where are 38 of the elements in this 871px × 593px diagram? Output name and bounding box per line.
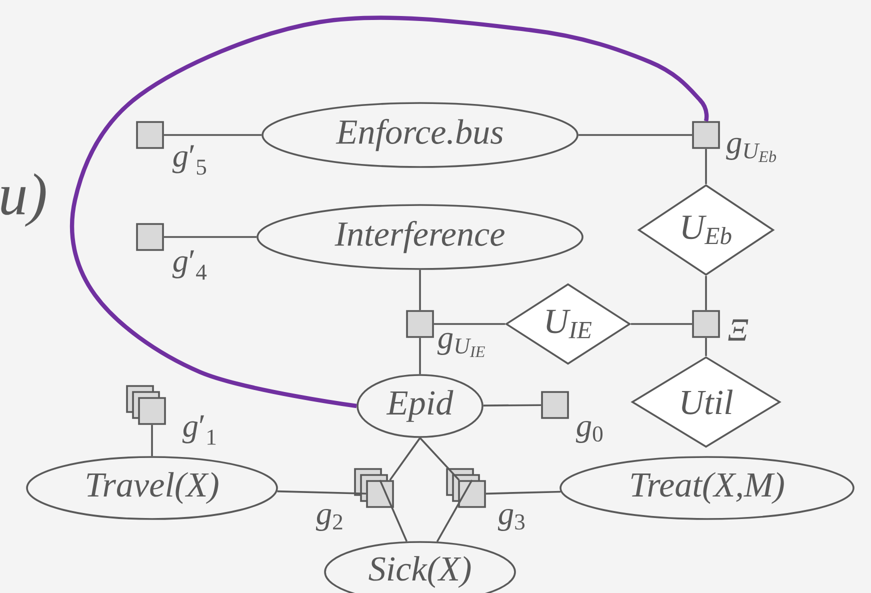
connector <box>434 323 506 325</box>
factor-label: $\mathit{g}_{\mathrm{3}}$ <box>498 508 524 532</box>
connector <box>151 424 153 456</box>
connector <box>419 270 421 310</box>
factor-square <box>692 310 720 338</box>
factor-label: $\mathit{Ξ}$ <box>728 319 748 341</box>
connector <box>578 134 692 136</box>
factor-label: $\mathit{g′}_{\mathrm{1}}$ <box>182 415 216 445</box>
factor-label: $\mathit{g′}_{\mathrm{4}}$ <box>172 250 207 280</box>
factor-label: $\mathit{g}_{\mathrm{0}}$ <box>576 420 603 444</box>
connector <box>419 437 460 481</box>
connector <box>630 323 692 325</box>
connector <box>486 490 561 495</box>
stacked-factor-squares <box>354 468 394 508</box>
factor-square <box>136 223 164 251</box>
connector <box>164 134 262 136</box>
factor-square <box>692 121 720 149</box>
stacked-factor-squares <box>446 468 486 508</box>
connector <box>379 480 408 542</box>
factor-square <box>541 391 569 419</box>
connector <box>705 148 707 184</box>
connector <box>436 480 473 542</box>
connector <box>483 404 542 406</box>
factor-square <box>406 310 434 338</box>
connector <box>705 276 707 310</box>
connector <box>389 437 421 481</box>
connector <box>419 338 421 374</box>
stacked-factor-squares <box>126 385 166 425</box>
factor-label: $\mathit{g}_{\mathrm{2}}$ <box>316 508 342 532</box>
factor-label: $\mathit{g}_{\mathit{U}_{\mathit{IE}}}$ <box>437 332 485 358</box>
connector <box>277 490 366 495</box>
formula-fragment: u) <box>1 173 46 227</box>
factor-label: $\mathit{g}_{\mathit{U}_{\mathit{Eb}}}$ <box>726 138 776 162</box>
connector <box>164 236 257 238</box>
connector <box>70 16 708 408</box>
factor-label: $\mathit{g′}_{\mathrm{5}}$ <box>172 145 206 175</box>
connector <box>705 338 707 356</box>
factor-square <box>136 121 164 149</box>
